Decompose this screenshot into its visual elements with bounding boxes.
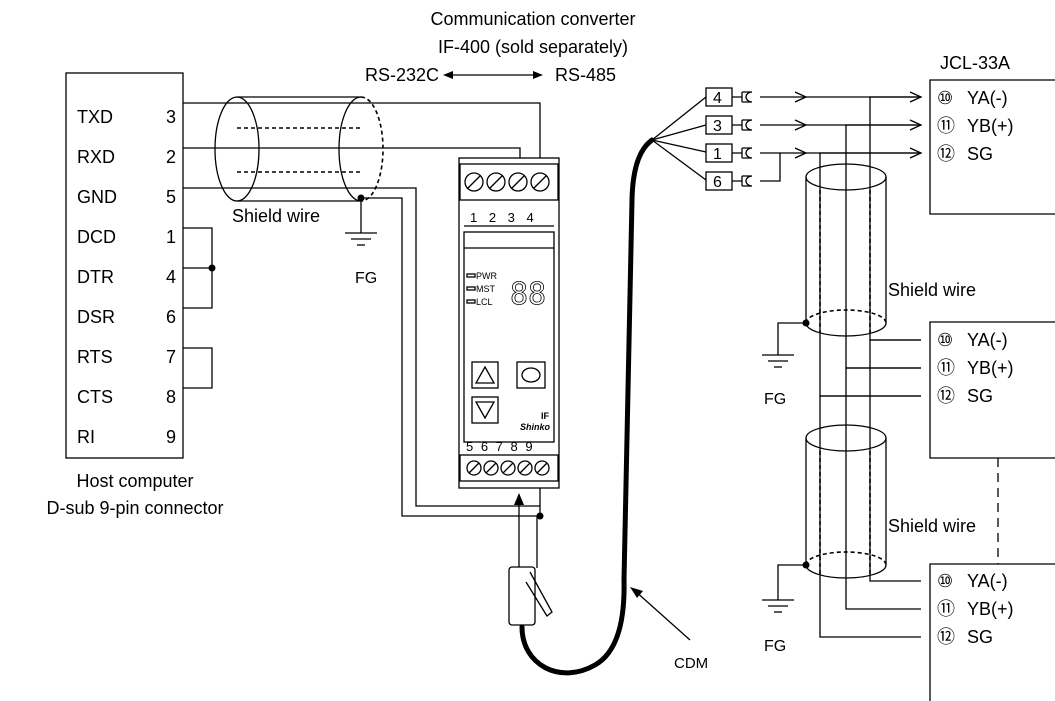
terminal-number: ⑫ bbox=[937, 144, 955, 164]
device-unit-1: ⑩ YA(-) ⑪ YB(+) ⑫ SG bbox=[929, 79, 1055, 215]
device-model: JCL-33A bbox=[940, 53, 1010, 73]
terminal-number: ⑫ bbox=[937, 627, 955, 647]
converter-model: IF-400 (sold separately) bbox=[438, 37, 628, 57]
terminal-label: SG bbox=[967, 386, 993, 406]
pin-name: RXD bbox=[77, 147, 115, 167]
connector-arrows bbox=[760, 91, 923, 182]
terminal-label: YA(-) bbox=[967, 330, 1008, 350]
shield-wire-label: Shield wire bbox=[232, 206, 320, 226]
terminal-label: YB(+) bbox=[967, 116, 1014, 136]
pin-number: 8 bbox=[166, 387, 176, 407]
host-caption: Host computer bbox=[76, 471, 193, 491]
up-arrow-icon bbox=[474, 365, 496, 384]
terminal-number: ⑩ bbox=[937, 330, 953, 350]
segment-display: 88 bbox=[510, 277, 546, 312]
pin-number: 3 bbox=[166, 107, 176, 127]
terminal-label: YA(-) bbox=[967, 571, 1008, 591]
arrow-head-left bbox=[443, 71, 453, 79]
pin-number: 5 bbox=[166, 187, 176, 207]
rs232-label: RS-232C bbox=[365, 65, 439, 85]
terminal-number: ⑪ bbox=[937, 116, 955, 136]
ground-symbol bbox=[345, 194, 377, 246]
pin-name: TXD bbox=[77, 107, 113, 127]
rts-cts-jumper bbox=[183, 347, 213, 389]
device-unit-3: ⑩ YA(-) ⑪ YB(+) ⑫ SG bbox=[929, 563, 1055, 701]
connector-pin-label: 4 bbox=[713, 90, 722, 107]
terminal-label: YB(+) bbox=[967, 599, 1014, 619]
terminal-label: YB(+) bbox=[967, 358, 1014, 378]
shield-wire-rs232 bbox=[214, 96, 384, 202]
connector-fan-out bbox=[651, 96, 707, 181]
terminal-number: ⑫ bbox=[937, 386, 955, 406]
connector-pin-label: 6 bbox=[713, 174, 722, 191]
terminal-number: ⑩ bbox=[937, 88, 953, 108]
cdm-plug bbox=[427, 137, 655, 676]
pin-number: 7 bbox=[166, 347, 176, 367]
pin-number: 2 bbox=[166, 147, 176, 167]
pin-number: 4 bbox=[166, 267, 176, 287]
cdm-arrow-line bbox=[633, 589, 691, 641]
fg-label: FG bbox=[355, 270, 377, 287]
terminal-number: ⑪ bbox=[937, 358, 955, 378]
led-pwr: PWR bbox=[476, 271, 497, 281]
shield-wire-device-1 bbox=[805, 163, 887, 337]
brand-shinko: Shinko bbox=[520, 422, 551, 432]
converter-device: 1 2 3 4 PWR MST LCL 88 IF Shinko 5 6 7 8… bbox=[458, 157, 560, 489]
dtr-dcd-dsr-jumper bbox=[183, 227, 216, 309]
pin-name: RI bbox=[77, 427, 95, 447]
fg-label: FG bbox=[764, 391, 786, 408]
bottom-terminal-numbers: 5 6 7 8 9 bbox=[466, 439, 535, 454]
led-mst: MST bbox=[476, 284, 496, 294]
connector-pins: 4 3 1 6 bbox=[705, 87, 753, 191]
ground-symbol bbox=[762, 561, 810, 613]
terminal-number: ⑪ bbox=[937, 599, 955, 619]
rs485-label: RS-485 bbox=[555, 65, 616, 85]
mode-icon bbox=[521, 367, 541, 383]
pin-name: DCD bbox=[77, 227, 116, 247]
pin-number: 9 bbox=[166, 427, 176, 447]
brand-if: IF bbox=[541, 411, 550, 421]
device-unit-2: ⑩ YA(-) ⑪ YB(+) ⑫ SG bbox=[929, 321, 1055, 459]
connector-pin-label: 1 bbox=[713, 146, 722, 163]
led-lcl: LCL bbox=[476, 297, 493, 307]
fg-label: FG bbox=[764, 638, 786, 655]
pin-number: 6 bbox=[166, 307, 176, 327]
shield-wire-label: Shield wire bbox=[888, 280, 976, 300]
pin-name: DTR bbox=[77, 267, 114, 287]
terminal-label: SG bbox=[967, 627, 993, 647]
pin-name: DSR bbox=[77, 307, 115, 327]
down-arrow-icon bbox=[474, 401, 496, 420]
pin-number: 1 bbox=[166, 227, 176, 247]
pin-name: RTS bbox=[77, 347, 113, 367]
top-terminal-numbers: 1 2 3 4 bbox=[470, 210, 538, 225]
rs232-wires bbox=[183, 102, 541, 517]
cdm-label: CDM bbox=[674, 655, 708, 672]
host-caption-connector: D-sub 9-pin connector bbox=[46, 498, 223, 518]
pin-name: CTS bbox=[77, 387, 113, 407]
terminal-number: ⑩ bbox=[937, 571, 953, 591]
converter-title: Communication converter bbox=[430, 9, 635, 29]
host-connector-box bbox=[65, 72, 184, 459]
mode-button[interactable] bbox=[516, 361, 546, 389]
ground-symbol bbox=[762, 319, 810, 368]
terminal-label: SG bbox=[967, 144, 993, 164]
shield-wire-label: Shield wire bbox=[888, 516, 976, 536]
connector-pin-label: 3 bbox=[713, 118, 722, 135]
terminal-label: YA(-) bbox=[967, 88, 1008, 108]
host-pin-list: TXD 3 RXD 2 GND 5 DCD 1 DTR 4 DSR 6 RTS … bbox=[77, 107, 176, 447]
shield-wire-device-2 bbox=[805, 424, 887, 579]
arrow-head-right bbox=[533, 71, 543, 79]
cdm-arrow-head bbox=[630, 587, 643, 598]
pin-name: GND bbox=[77, 187, 117, 207]
